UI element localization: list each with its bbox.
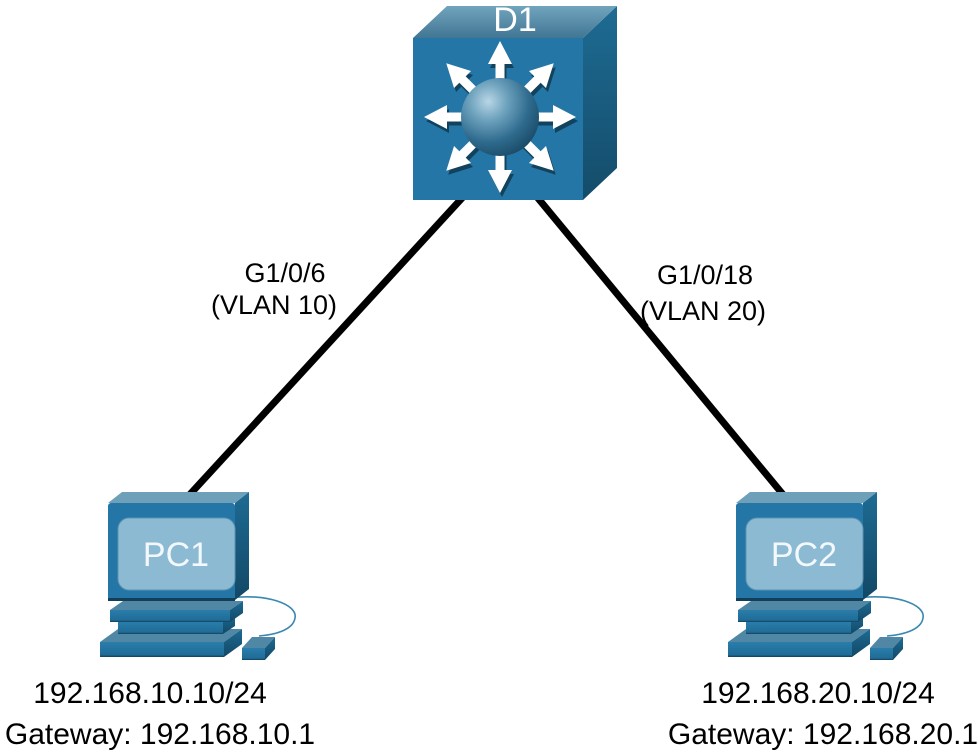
link-label-d1-pc2: G1/0/18 (VLAN 20) (640, 260, 766, 326)
pc2-ip-address: 192.168.20.10/24 (701, 677, 935, 710)
pc1-ip-address: 192.168.10.10/24 (33, 677, 267, 710)
pc-icon (99, 491, 296, 661)
pc1-gateway: Gateway: 192.168.10.1 (5, 718, 315, 751)
layer3-switch-icon (413, 6, 617, 200)
pc-icon (727, 491, 924, 661)
switch-label: D1 (493, 1, 536, 39)
switch-arrows-icon (424, 41, 578, 197)
switch-d1: D1 (413, 1, 617, 200)
link-lines (179, 194, 793, 506)
link1-interface-label: G1/0/6 (244, 258, 325, 288)
pc2-gateway: Gateway: 192.168.20.1 (668, 718, 978, 751)
pc2-label: PC2 (771, 536, 837, 574)
link1-vlan-label: (VLAN 10) (211, 290, 337, 320)
link2-vlan-label: (VLAN 20) (640, 296, 766, 326)
pc1-label: PC1 (143, 536, 209, 574)
link2-interface-label: G1/0/18 (657, 260, 753, 290)
link-label-d1-pc1: G1/0/6 (VLAN 10) (211, 258, 337, 320)
link-line-d1-pc2 (534, 194, 793, 506)
switch-sphere-icon (461, 78, 539, 156)
link-line-d1-pc1 (179, 194, 466, 506)
pc2: PC2 192.168.20.10/24 Gateway: 192.168.20… (668, 491, 978, 751)
pc1: PC1 192.168.10.10/24 Gateway: 192.168.10… (5, 491, 315, 751)
